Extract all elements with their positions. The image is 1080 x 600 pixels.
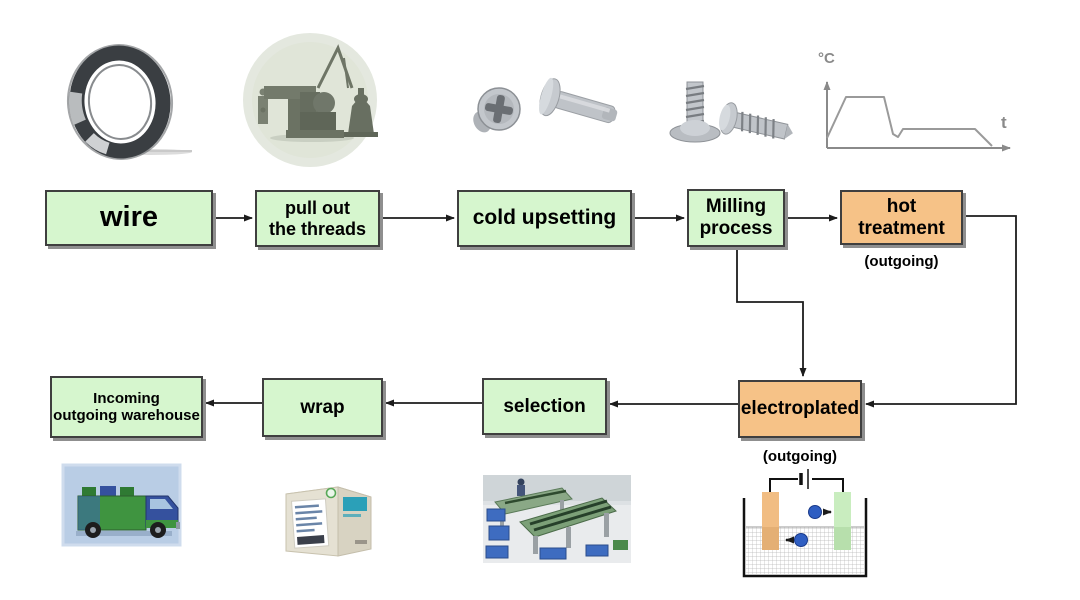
delivery-truck-photo [61, 463, 182, 547]
flow-box-milling-line2: process [699, 218, 773, 239]
flow-connectors [205, 214, 1017, 408]
flow-box-warehouse-line1: Incoming [93, 389, 160, 407]
sorting-machines-photo [483, 475, 631, 563]
wire-coil-photo [66, 44, 192, 160]
flow-box-wrap-label: wrap [300, 396, 345, 418]
flow-box-cold-upsetting: cold upsetting [457, 190, 632, 247]
threaded-screws-photo [669, 81, 793, 143]
flow-box-wire-label: wire [99, 201, 159, 234]
screw-blanks-photo [473, 77, 618, 133]
flow-box-pull-out-line2: the threads [268, 218, 367, 239]
flow-box-pull-out-line1: pull out [285, 197, 350, 218]
flow-box-electroplated-label: electroplated [740, 398, 860, 420]
packaging-box-photo [285, 486, 372, 557]
graph-x-axis-label: t [1001, 113, 1007, 132]
flow-box-electroplated: electroplated [738, 380, 862, 438]
flow-box-warehouse: Incoming outgoing warehouse [50, 376, 203, 438]
heading-machine-photo [243, 33, 378, 167]
flow-box-selection: selection [482, 378, 607, 435]
flow-box-hot-treatment-label: hot treatment [858, 195, 945, 239]
heat-treatment-graph [823, 81, 1011, 152]
flow-box-cold-upsetting-label: cold upsetting [472, 206, 617, 230]
flow-box-milling-line1: Milling [705, 196, 767, 218]
flow-box-selection-label: selection [503, 395, 586, 417]
graph-y-axis-label: °C [818, 50, 835, 67]
flow-box-wire: wire [45, 190, 213, 246]
electroplated-outgoing-note: (outgoing) [762, 448, 838, 465]
electroplating-cell-diagram [742, 469, 868, 578]
hot-treatment-outgoing-note: (outgoing) [864, 253, 939, 270]
flow-box-wrap: wrap [262, 378, 383, 437]
flow-box-pull-out-threads: pull out the threads [255, 190, 380, 247]
flow-box-milling-process: Milling process [687, 189, 785, 247]
flow-box-hot-treatment: hot treatment [840, 190, 963, 245]
flow-box-warehouse-line2: outgoing warehouse [53, 407, 200, 424]
